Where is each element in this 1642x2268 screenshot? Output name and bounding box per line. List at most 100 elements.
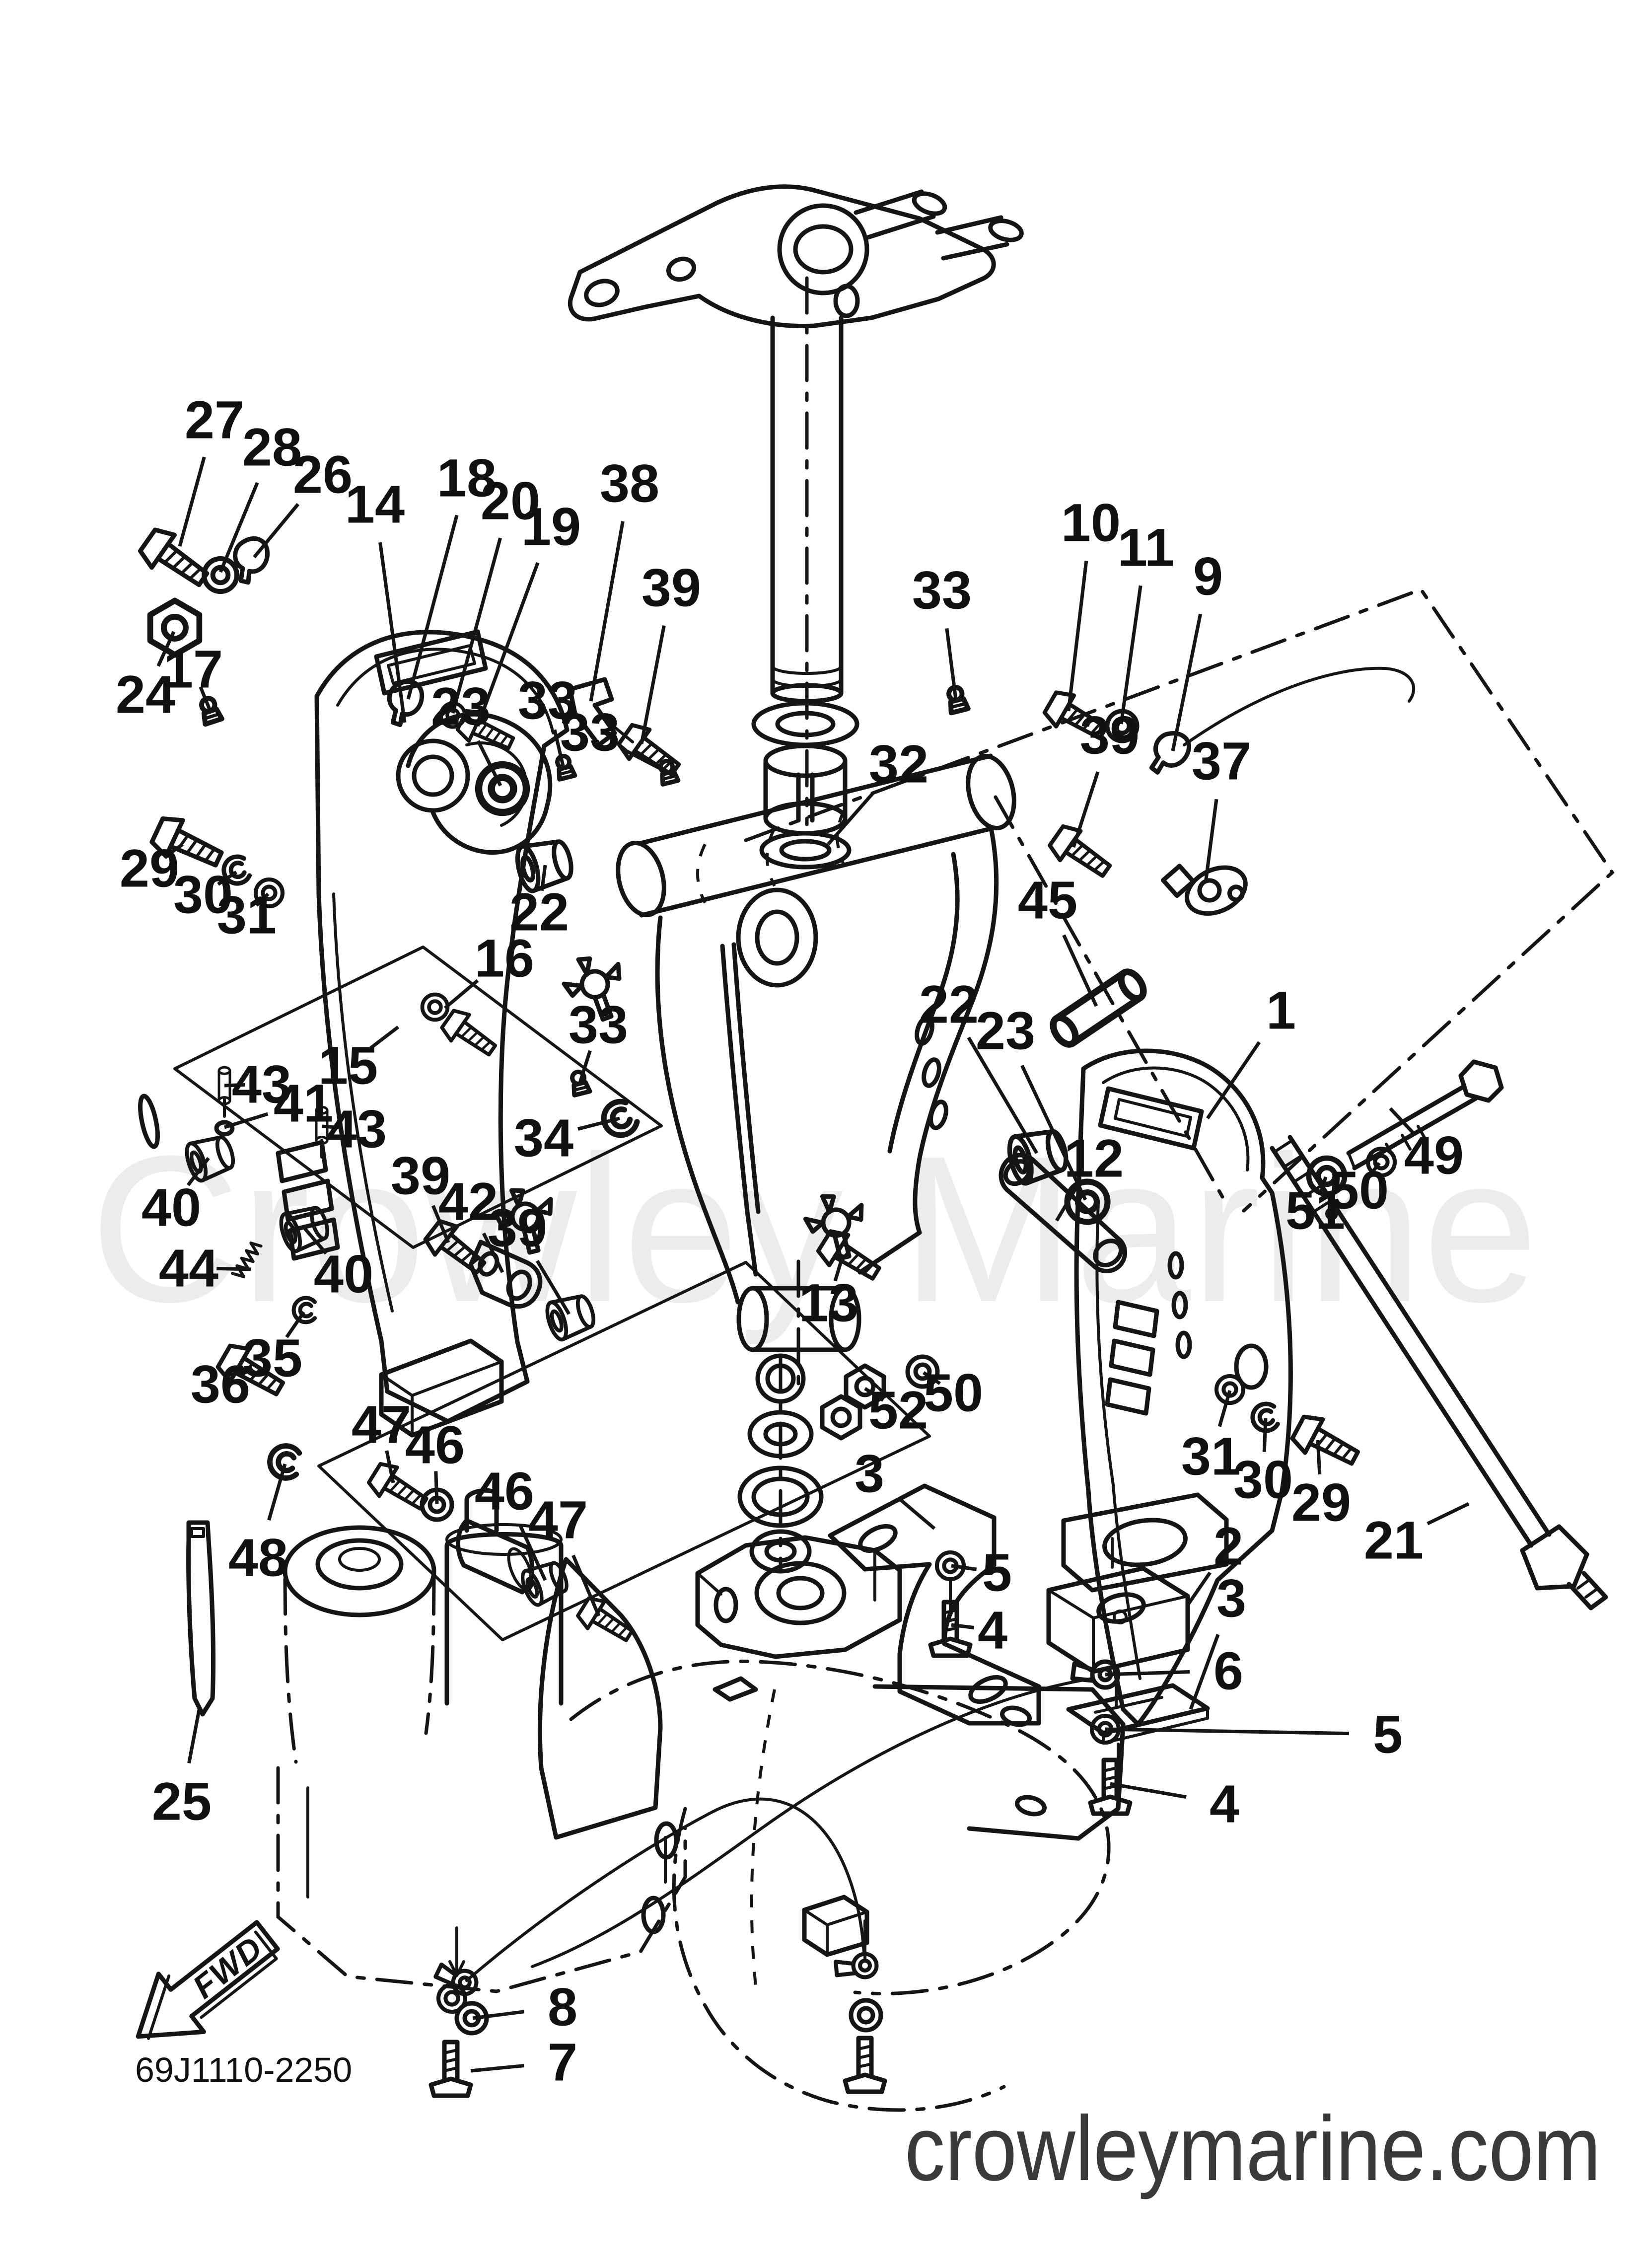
leader-line (434, 1471, 439, 1504)
leader-line (589, 521, 625, 702)
part-number-label: 13 (799, 1273, 858, 1333)
part-number-label: 24 (116, 664, 175, 725)
leader-line (536, 1260, 571, 1315)
part-number-label: 30 (173, 865, 233, 925)
part-number-label: 40 (314, 1244, 373, 1304)
part-number-label: 4 (1210, 1774, 1239, 1834)
leader-line (571, 1554, 601, 1617)
leader-line (1262, 1418, 1268, 1452)
leader-line (369, 1025, 400, 1050)
lower-mount-assembly (815, 1226, 1210, 1960)
leader-line (1105, 1727, 1350, 1736)
leader-line (1105, 1670, 1190, 1677)
leader-line (218, 482, 259, 573)
starboard-clamp-bracket (1061, 1048, 1293, 1727)
leader-line (951, 1564, 977, 1571)
leader-line (540, 865, 547, 891)
part-number-label: 9 (1193, 546, 1223, 606)
part-number-label: 50 (1329, 1160, 1389, 1220)
leader-line (224, 1083, 245, 1088)
leader-line (451, 537, 502, 714)
leader-line (303, 1227, 328, 1255)
leader-line (267, 1463, 287, 1521)
leader-line (470, 2064, 524, 2073)
leader-line (622, 747, 665, 773)
leader-line (321, 1124, 342, 1130)
leader-line (187, 1707, 202, 1764)
leader-line (472, 2010, 525, 2020)
leader-line (1119, 585, 1142, 725)
leader-line (229, 1365, 245, 1378)
leader-line (578, 1050, 592, 1084)
leader-line (640, 625, 666, 744)
part-number-label: 25 (152, 1771, 212, 1831)
part-number-label: 43 (327, 1099, 387, 1159)
inset-box-lower (317, 1261, 931, 1641)
part-number-label: 33 (569, 995, 628, 1055)
leader-line (199, 686, 212, 710)
part-number-label: 39 (642, 558, 701, 618)
part-number-label: 16 (475, 928, 534, 988)
part-number-label: 17 (163, 639, 223, 699)
part-number-label: 34 (514, 1108, 573, 1168)
part-number-label: 39 (488, 1198, 547, 1258)
part-number-label: 22 (919, 974, 979, 1034)
leader-line (1217, 1390, 1232, 1427)
part-number-label: 30 (1233, 1450, 1293, 1510)
part-number-label: 39 (1080, 705, 1140, 765)
part-number-label: 1 (1266, 980, 1296, 1040)
cable-tie (186, 1520, 216, 1717)
part-number-label: 36 (191, 1354, 250, 1414)
leader-line (945, 628, 958, 700)
part-number-label: 46 (405, 1415, 465, 1475)
leader-line (253, 503, 300, 559)
pivot-hardware (999, 968, 1395, 1474)
leader-line (1020, 1065, 1087, 1201)
part-number-label: 51 (1285, 1180, 1345, 1241)
part-number-label: 12 (1064, 1128, 1124, 1188)
part-number-label: 31 (1181, 1426, 1241, 1486)
part-number-label: 35 (243, 1328, 302, 1388)
part-number-label: 27 (185, 390, 244, 450)
fwd-arrow: FWD (136, 1920, 280, 2040)
leader-line (406, 514, 459, 700)
trim-tilt-unit (268, 1444, 687, 1993)
part-number-label: 14 (345, 474, 405, 534)
part-number-label: 44 (159, 1238, 218, 1298)
leader-line (178, 456, 206, 547)
steering-yoke (568, 184, 1024, 328)
leader-line (255, 892, 270, 907)
leader-line (923, 1371, 941, 1385)
part-number-label: 29 (120, 838, 179, 898)
tilt-rod (1270, 1135, 1608, 1610)
tilt-tube-axis (994, 795, 1224, 1199)
leader-line (577, 1116, 620, 1131)
part-number-label: 19 (521, 497, 581, 557)
leader-line (1071, 771, 1100, 848)
part-number-label: 45 (1018, 870, 1077, 930)
part-number-label: 23 (431, 676, 491, 736)
leader-line (519, 1525, 547, 1581)
leader-line (1366, 1162, 1381, 1179)
leader-line (186, 1157, 210, 1186)
leader-line (1427, 1502, 1470, 1526)
part-number-label: 47 (528, 1490, 588, 1550)
part-number-label: 41 (274, 1073, 333, 1133)
lower-unit-outline (569, 1659, 1126, 2112)
part-number-label: 22 (509, 882, 569, 942)
leader-line (378, 542, 407, 723)
part-number-label: 33 (912, 560, 972, 620)
ground-cables (431, 1677, 1094, 2096)
leader-line (216, 1266, 251, 1271)
part-number-label: 6 (1214, 1641, 1243, 1701)
part-number-label: 20 (481, 471, 540, 531)
leader-line (967, 1036, 1039, 1154)
leader-line (482, 1232, 504, 1273)
swivel-bracket (616, 753, 1016, 1659)
part-number-label: 40 (142, 1177, 201, 1238)
leader-line (864, 1387, 884, 1402)
leader-line (1110, 1782, 1187, 1799)
leader-line (1316, 1440, 1322, 1474)
